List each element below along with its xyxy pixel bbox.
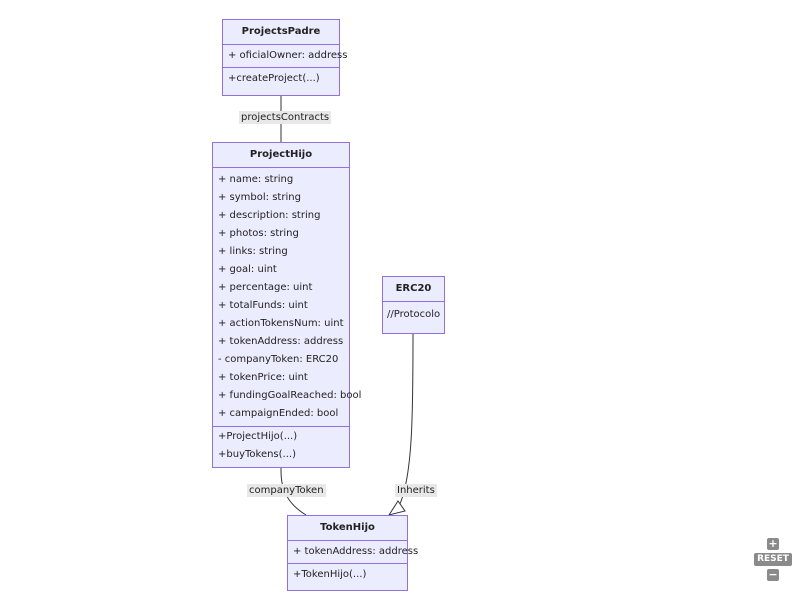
attribute-row: + tokenAddress: address xyxy=(218,336,344,347)
zoom-controls: + RESET − xyxy=(752,538,794,584)
class-attributes: + tokenAddress: address xyxy=(288,541,419,564)
class-attributes: + name: string + symbol: string + descri… xyxy=(213,168,362,427)
class-token-hijo[interactable]: TokenHijo + tokenAddress: address +Token… xyxy=(287,515,419,591)
attribute-row: + campaignEnded: bool xyxy=(218,408,339,419)
attribute-row: + percentage: uint xyxy=(218,282,313,293)
class-methods: +createProject(...) xyxy=(223,68,339,90)
attribute-row: + fundingGoalReached: bool xyxy=(218,390,362,401)
class-erc20[interactable]: ERC20 //Protocolo xyxy=(382,276,445,334)
attribute-row: + actionTokensNum: uint xyxy=(218,318,344,329)
class-projects-padre[interactable]: ProjectsPadre + oficialOwner: address +c… xyxy=(222,19,348,96)
edge-erc20-to-tokenhijo xyxy=(397,333,414,509)
inheritance-arrowhead xyxy=(387,500,406,516)
class-name: ERC20 xyxy=(383,277,444,302)
relation-label-projects-contracts: projectsContracts xyxy=(239,111,332,124)
class-name: ProjectHijo xyxy=(213,143,349,168)
reset-button[interactable]: RESET xyxy=(754,553,792,566)
method-row: +TokenHijo(...) xyxy=(293,569,367,580)
class-name: ProjectsPadre xyxy=(223,20,339,45)
attribute-row: + description: string xyxy=(218,210,321,221)
relation-label-company-token: companyToken xyxy=(247,484,326,497)
method-row: +createProject(...) xyxy=(228,73,320,84)
zoom-out-button[interactable]: − xyxy=(767,568,779,581)
attribute-row: + tokenAddress: address xyxy=(293,546,419,557)
class-attributes: + oficialOwner: address xyxy=(223,45,348,68)
attribute-row: + photos: string xyxy=(218,228,299,239)
attribute-row: + goal: uint xyxy=(218,264,277,275)
attribute-row: + symbol: string xyxy=(218,192,301,203)
attribute-row: + oficialOwner: address xyxy=(228,50,348,61)
attribute-row: + tokenPrice: uint xyxy=(218,372,308,383)
class-methods: +TokenHijo(...) xyxy=(288,564,407,586)
attribute-row: + name: string xyxy=(218,174,294,185)
method-row: +ProjectHijo(...) xyxy=(218,431,298,442)
class-project-hijo[interactable]: ProjectHijo + name: string + symbol: str… xyxy=(212,142,362,468)
attribute-row: + links: string xyxy=(218,246,288,257)
attribute-row: - companyToken: ERC20 xyxy=(218,354,339,365)
class-attributes: //Protocolo xyxy=(383,302,444,328)
relation-label-inherits: Inherits xyxy=(395,484,437,497)
zoom-in-button[interactable]: + xyxy=(767,537,779,550)
class-methods: +ProjectHijo(...) +buyTokens(...) xyxy=(213,427,349,466)
class-name: TokenHijo xyxy=(288,516,407,541)
method-row: +buyTokens(...) xyxy=(218,449,296,460)
attribute-row: //Protocolo xyxy=(387,309,441,320)
attribute-row: + totalFunds: uint xyxy=(218,300,308,311)
